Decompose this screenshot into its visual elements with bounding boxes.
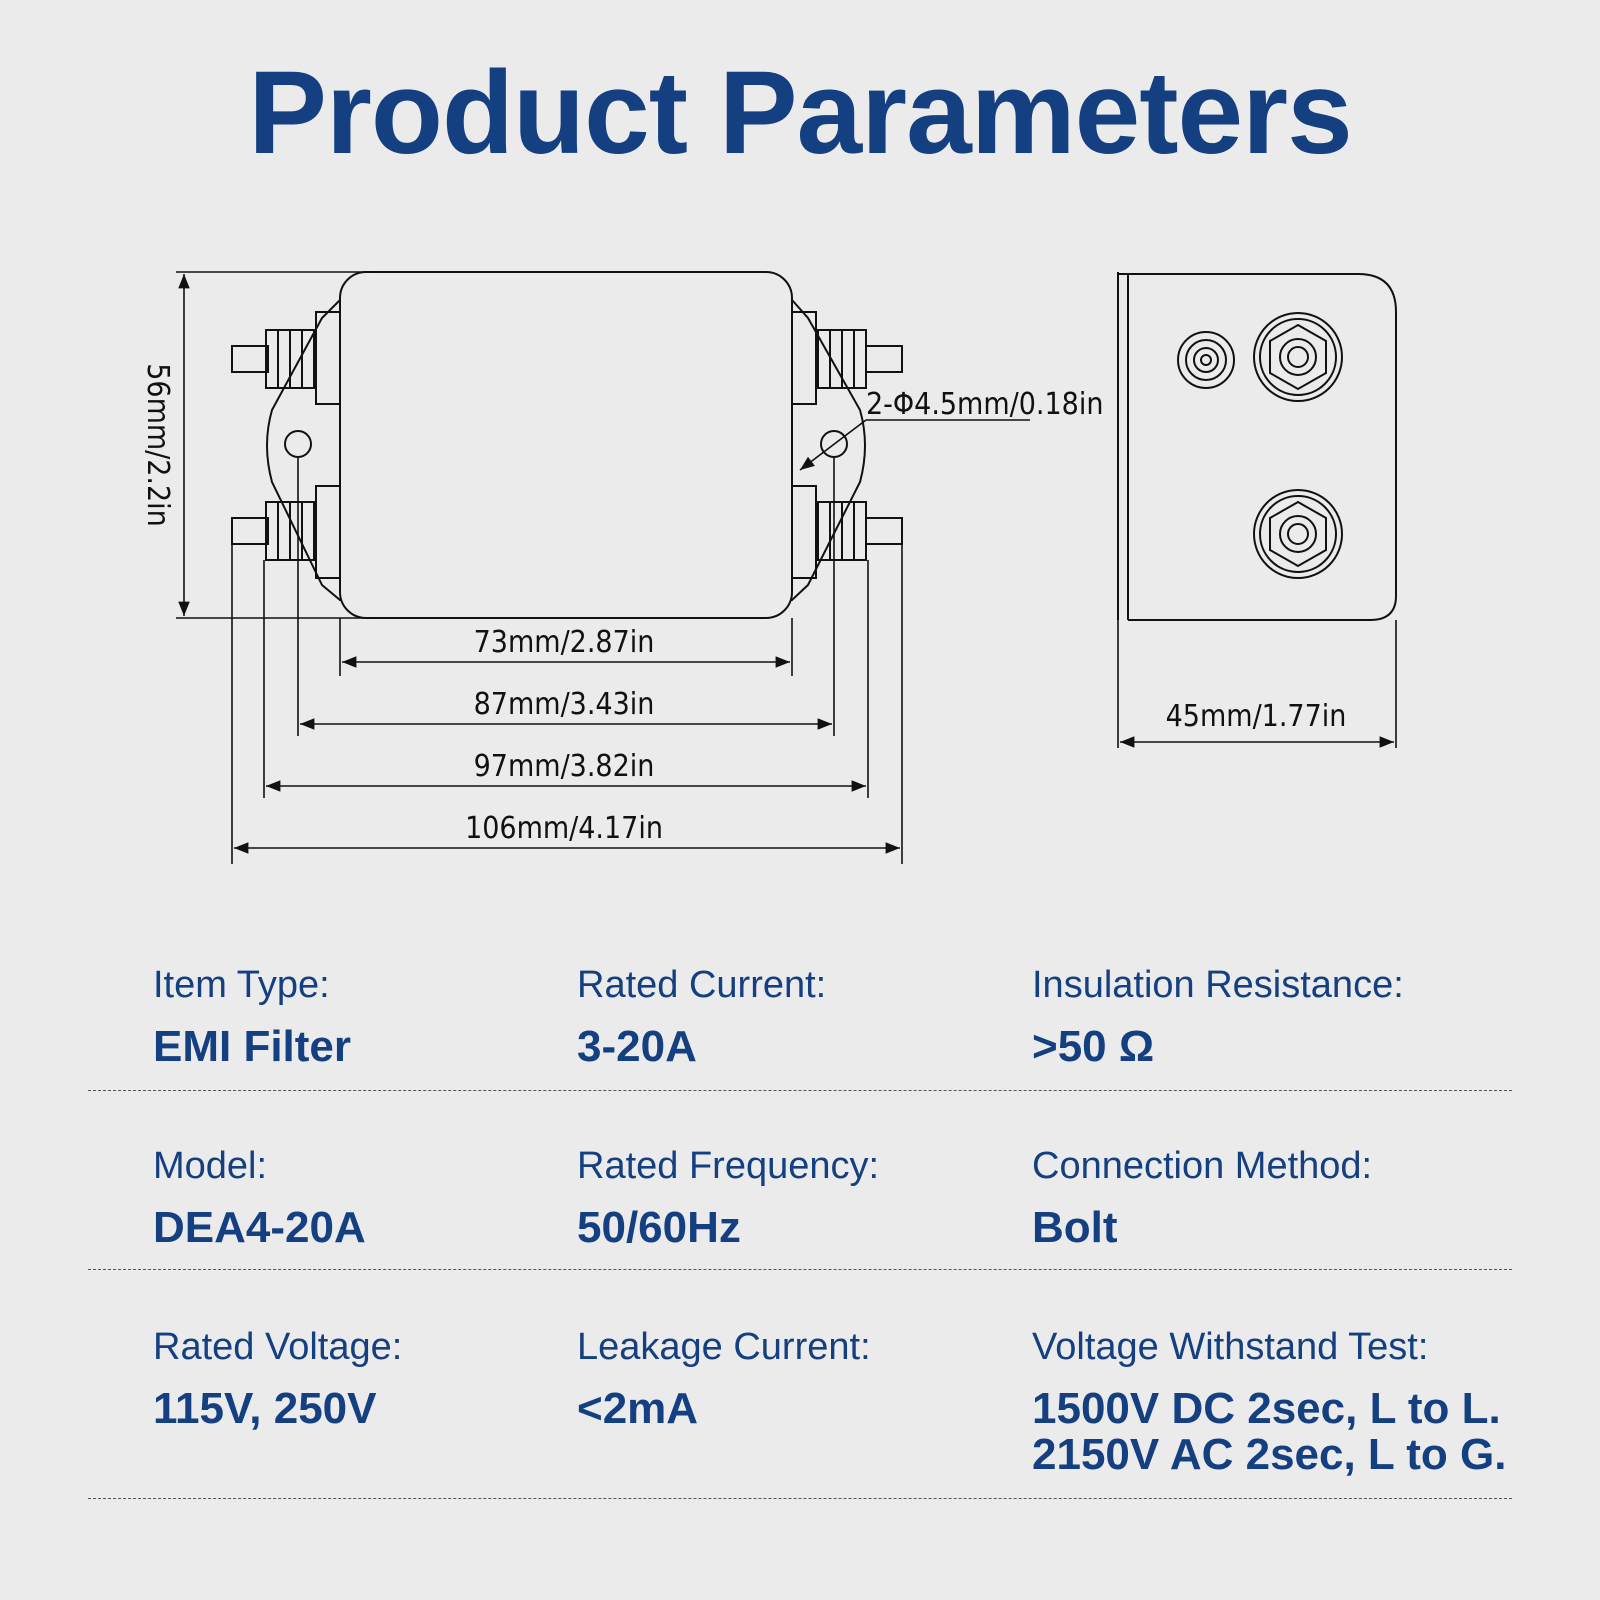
spec-insulation-resistance: Insulation Resistance: >50 Ω xyxy=(1032,962,1404,1070)
spec-model: Model: DEA4-20A xyxy=(153,1143,366,1251)
spec-value: 115V, 250V xyxy=(153,1384,377,1433)
spec-label: Leakage Current: xyxy=(577,1326,871,1368)
spec-value: <2mA xyxy=(577,1384,699,1433)
horizontal-dimensions xyxy=(234,656,900,854)
divider xyxy=(88,1498,1512,1499)
terminal-bolt xyxy=(817,501,903,561)
terminal-span-label: 97mm/3.82in xyxy=(474,749,655,784)
terminal-stud-small xyxy=(1177,331,1235,389)
spec-value: EMI Filter xyxy=(153,1022,352,1071)
spec-value: 3-20A xyxy=(577,1022,697,1071)
terminal-stud xyxy=(1253,312,1343,402)
spec-rated-frequency: Rated Frequency: 50/60Hz xyxy=(577,1143,879,1251)
dimension-drawing: 56mm/2.2in 2-Φ4.5mm/0.18in 73mm/2.87in 8… xyxy=(140,271,1397,864)
spec-value: Bolt xyxy=(1032,1203,1118,1252)
spec-item-type: Item Type: EMI Filter xyxy=(153,962,351,1070)
terminal-bolt xyxy=(231,329,315,389)
mounting-hole-right xyxy=(820,430,848,458)
page-title: Product Parameters xyxy=(248,47,1352,179)
spec-value-line2: 2150V AC 2sec, L to G. xyxy=(1032,1430,1507,1479)
divider xyxy=(88,1269,1512,1270)
front-view xyxy=(231,271,903,619)
spec-connection-method: Connection Method: Bolt xyxy=(1032,1143,1372,1251)
side-view xyxy=(1117,272,1397,621)
height-label: 56mm/2.2in xyxy=(140,363,175,527)
spec-value: DEA4-20A xyxy=(153,1203,366,1252)
spec-label: Insulation Resistance: xyxy=(1032,964,1404,1006)
spec-label: Model: xyxy=(153,1145,268,1187)
spec-label: Rated Current: xyxy=(577,964,827,1006)
spec-label: Connection Method: xyxy=(1032,1145,1373,1187)
terminal-bolt xyxy=(231,501,315,561)
divider xyxy=(88,1090,1512,1091)
spec-rated-current: Rated Current: 3-20A xyxy=(577,962,826,1070)
depth-dimension xyxy=(1117,620,1397,748)
spec-value: >50 Ω xyxy=(1032,1022,1155,1071)
filter-body xyxy=(339,271,793,619)
terminal-bolt xyxy=(817,329,903,389)
spec-value: 50/60Hz xyxy=(577,1203,741,1252)
depth-label: 45mm/1.77in xyxy=(1166,699,1347,734)
spec-label: Rated Voltage: xyxy=(153,1326,403,1368)
overall-length-label: 106mm/4.17in xyxy=(465,811,663,846)
spec-label: Item Type: xyxy=(153,964,330,1006)
body-width-label: 73mm/2.87in xyxy=(474,625,655,660)
hole-callout xyxy=(799,419,1030,471)
hole-label: 2-Φ4.5mm/0.18in xyxy=(866,387,1103,422)
mounting-hole-left xyxy=(284,430,312,458)
spec-label: Rated Frequency: xyxy=(577,1145,880,1187)
spec-value: 1500V DC 2sec, L to L. xyxy=(1032,1384,1501,1433)
hole-spacing-label: 87mm/3.43in xyxy=(474,687,655,722)
spec-label: Voltage Withstand Test: xyxy=(1032,1326,1429,1368)
spec-leakage-current: Leakage Current: <2mA xyxy=(577,1324,871,1432)
terminal-stud xyxy=(1253,489,1343,579)
spec-voltage-withstand-test: Voltage Withstand Test: 1500V DC 2sec, L… xyxy=(1032,1324,1506,1478)
height-dimension xyxy=(176,271,370,619)
mounting-flange xyxy=(266,299,866,601)
spec-rated-voltage: Rated Voltage: 115V, 250V xyxy=(153,1324,402,1432)
